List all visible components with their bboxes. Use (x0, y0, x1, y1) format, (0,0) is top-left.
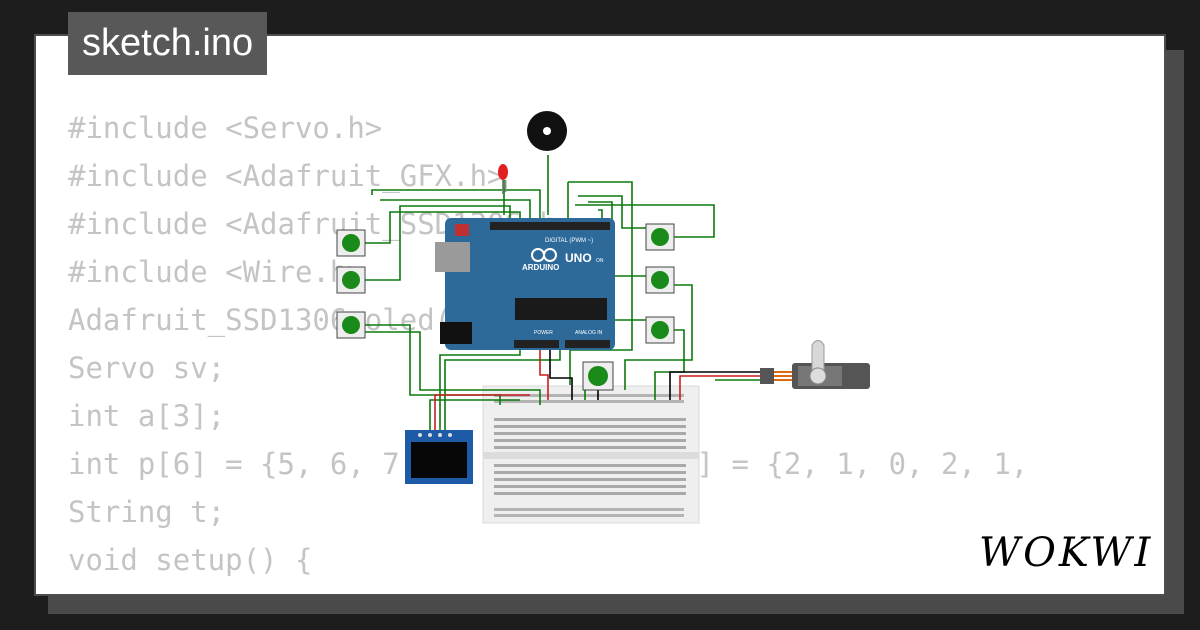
pushbutton-left-3 (336, 311, 366, 339)
board-brand: ARDUINO (522, 263, 559, 272)
code-line: void setup() { (68, 543, 313, 577)
breadboard (482, 385, 700, 524)
filename-tab[interactable]: sketch.ino (68, 12, 268, 75)
code-line: int a[3]; (68, 399, 226, 433)
code-line: Servo sv; (68, 351, 226, 385)
wokwi-logo[interactable]: WOKWI (975, 526, 1155, 576)
board-model: UNO (565, 251, 592, 265)
oled-display (405, 430, 473, 484)
wires (365, 155, 760, 430)
pushbutton-center (582, 361, 614, 391)
on-label: ON (596, 258, 604, 264)
power-label: POWER (534, 330, 553, 336)
buzzer (527, 111, 567, 151)
pushbutton-right-3 (645, 316, 675, 344)
digital-label: DIGITAL (PWM ~) (545, 238, 593, 244)
pushbutton-left-2 (336, 266, 366, 294)
logo-text: WOKWI (979, 530, 1153, 576)
analog-label: ANALOG IN (575, 330, 603, 336)
pushbutton-right-2 (645, 266, 675, 294)
servo-motor (760, 340, 870, 389)
code-line: Serial.begin(115200); (68, 584, 1028, 594)
code-line: #include <Servo.h> (68, 111, 383, 145)
led-red (498, 164, 508, 194)
pushbutton-right-1 (645, 223, 675, 251)
code-line: Adafruit_SSD1306 oled( (68, 303, 453, 337)
arduino-uno-board: DIGITAL (PWM ~) ARDUINO UNO ON POWER ANA… (435, 218, 615, 350)
pushbutton-left-1 (336, 229, 366, 257)
code-line: #include <Wire.h> (68, 255, 365, 289)
code-line: #include <Adafruit_GFX.h> (68, 159, 505, 193)
code-line: String t; (68, 495, 226, 529)
